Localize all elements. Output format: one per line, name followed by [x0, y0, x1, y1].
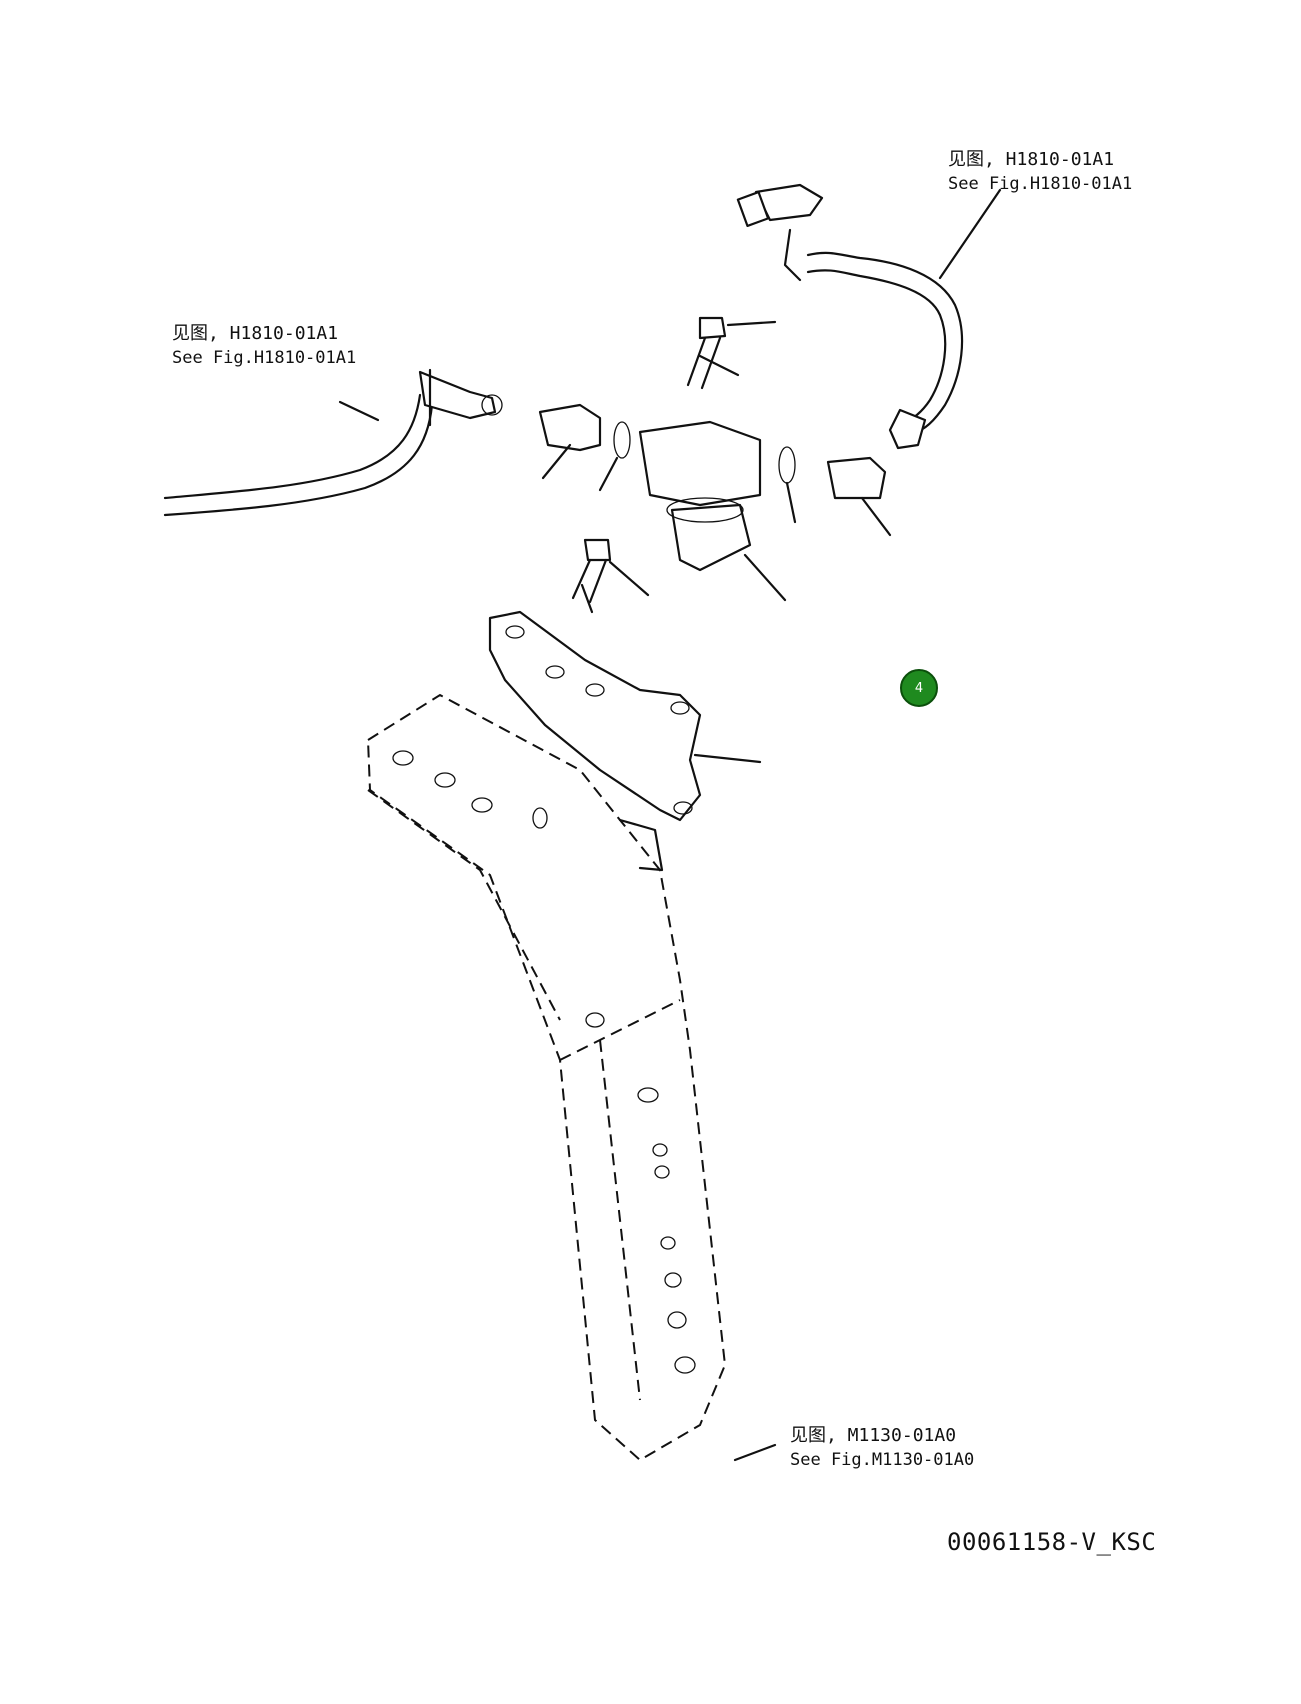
right-fitting: [778, 446, 892, 537]
reference-zh: 见图, H1810-01A1: [948, 149, 1115, 170]
upper-right-hose: [736, 183, 1002, 450]
bracket-plate: [488, 610, 762, 822]
valve-block: [638, 420, 787, 602]
drawing-number: 00061158-V_KSC: [947, 1528, 1157, 1556]
reference-top-right: 见图, H1810-01A1 See Fig.H1810-01A1: [948, 148, 1132, 196]
reference-zh: 见图, H1810-01A1: [172, 323, 339, 344]
upper-bolt: [686, 316, 777, 390]
upper-left-hose: [163, 368, 503, 517]
reference-en: See Fig.H1810-01A1: [948, 174, 1133, 194]
reference-zh: 见图, M1130-01A0: [790, 1425, 957, 1446]
part-callout-marker[interactable]: 4: [900, 669, 938, 707]
reference-en: See Fig.M1130-01A0: [790, 1450, 975, 1470]
frame-phantom: [366, 693, 777, 1462]
reference-top-left: 见图, H1810-01A1 See Fig.H1810-01A1: [172, 322, 356, 370]
left-fitting: [538, 403, 631, 492]
lower-bolt: [571, 538, 650, 614]
reference-bottom: 见图, M1130-01A0 See Fig.M1130-01A0: [790, 1424, 974, 1472]
reference-en: See Fig.H1810-01A1: [172, 348, 357, 368]
